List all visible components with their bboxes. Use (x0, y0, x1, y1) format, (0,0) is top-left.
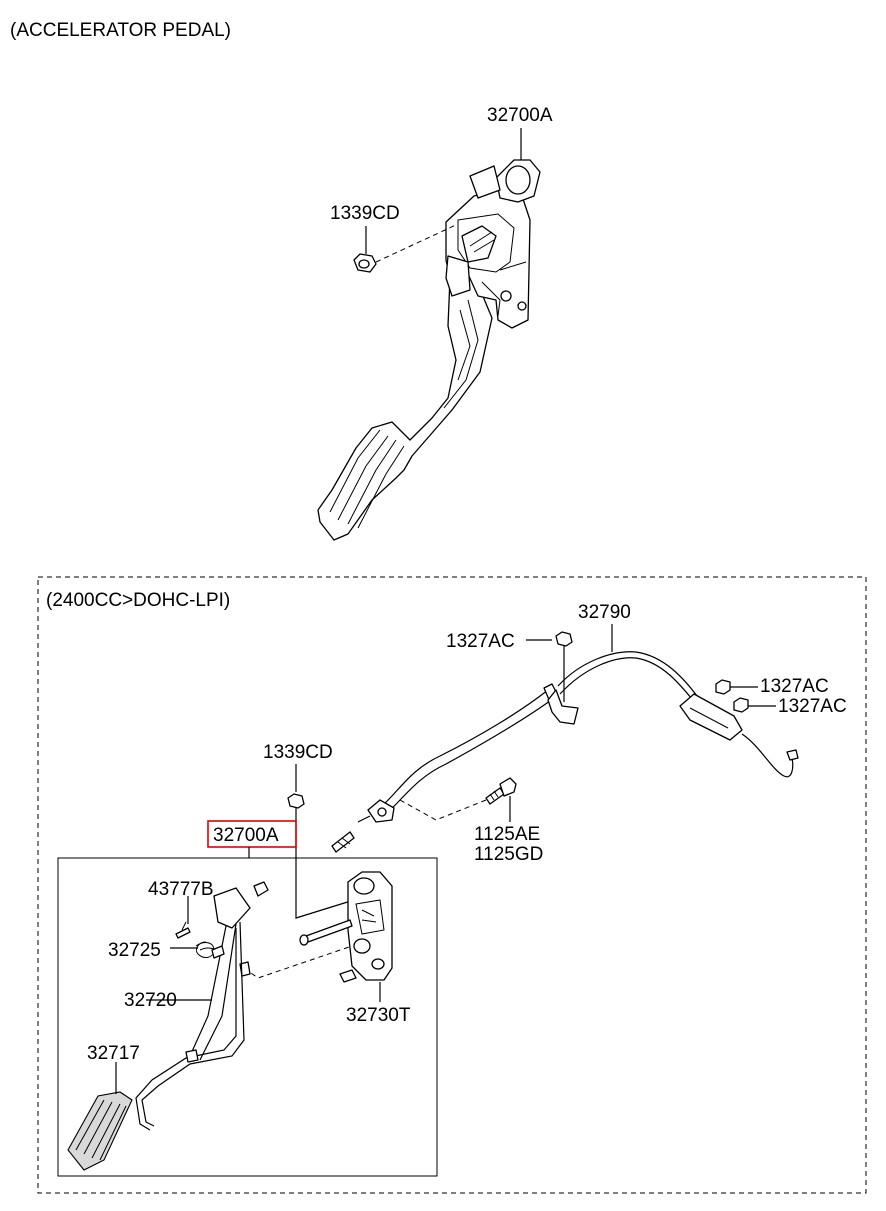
pivot-mount-line (243, 945, 353, 979)
nut-mount-line-top (375, 223, 459, 263)
nut-1327ac-upper (555, 631, 573, 647)
nut-1327ac-right-2 (733, 697, 749, 713)
label-1327ac-right-1: 1327AC (760, 676, 829, 697)
label-32720: 32720 (124, 990, 177, 1011)
nut-1339cd-mount-line (295, 808, 355, 919)
label-32790: 32790 (578, 602, 631, 623)
nut-1339cd-top (353, 253, 377, 273)
label-1125ae: 1125AE (474, 824, 540, 845)
label-32725: 32725 (108, 940, 161, 961)
spring-32725 (195, 941, 225, 959)
variant-label: (2400CC>DOHC-LPI) (46, 590, 230, 611)
bolt-mount-line (399, 799, 487, 821)
label-1327ac-right-2: 1327AC (778, 696, 847, 717)
clip-43777b (175, 921, 191, 939)
label-32717: 32717 (87, 1043, 140, 1064)
highlight-box-32700a (207, 820, 297, 848)
bumper-stop (339, 969, 357, 983)
bracket-32730t (347, 871, 393, 981)
sub-assembly-box (57, 857, 438, 1177)
label-1339cd-lower: 1339CD (263, 742, 333, 763)
variant-dashed-frame (37, 576, 867, 1194)
arm-32720 (135, 881, 269, 1131)
label-1327ac-upper: 1327AC (446, 631, 515, 652)
bolt-1125ae (485, 777, 517, 805)
label-1125gd: 1125GD (474, 844, 543, 865)
nut-1327ac-right-1 (715, 679, 731, 695)
diagram-title: (ACCELERATOR PEDAL) (10, 20, 231, 41)
nut-1339cd-lower (287, 793, 305, 809)
pad-32717 (67, 1091, 133, 1171)
pivot-pin (299, 919, 353, 946)
label-32700a-top: 32700A (487, 105, 553, 126)
label-32700a-lower: 32700A (213, 825, 279, 846)
label-32730t: 32730T (346, 1005, 411, 1026)
cable-32790 (331, 651, 799, 853)
top-pedal-assembly (317, 159, 541, 541)
label-1339cd-top: 1339CD (330, 203, 400, 224)
label-43777b: 43777B (148, 879, 214, 900)
